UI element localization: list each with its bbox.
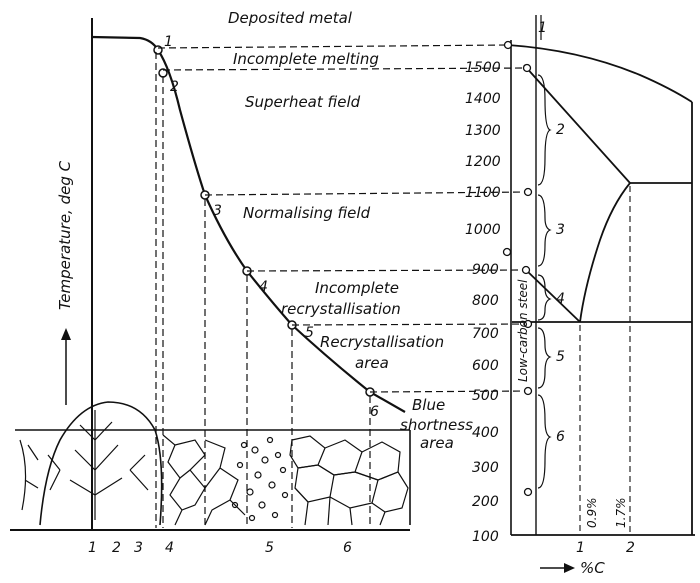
curve-point-label-5: 5	[305, 325, 314, 341]
label-recryst-area-line1: Recrystallisation	[320, 333, 444, 351]
label-superheat-field: Superheat field	[245, 93, 361, 111]
temp-tick-600: 600	[472, 358, 499, 374]
composition-line-number: 1	[538, 20, 547, 36]
right-zone-3: 3	[556, 222, 565, 238]
temp-tick-1000: 1000	[465, 222, 501, 238]
temp-tick-1200: 1200	[465, 154, 501, 170]
steel-label: Low-carbon steel	[516, 279, 530, 382]
label-recryst-area-line2: area	[355, 354, 389, 372]
label-incomplete-recryst-line1: Incomplete	[315, 279, 399, 297]
zone-number-6: 6	[343, 540, 352, 556]
temp-tick-400: 400	[472, 425, 499, 441]
carbon-17-label: 1.7%	[614, 498, 628, 529]
label-deposited-metal: Deposited metal	[228, 9, 353, 27]
steel-points	[502, 40, 533, 497]
fine-grain-stipple	[231, 436, 289, 522]
temp-tick-100: 100	[472, 529, 499, 545]
zone-number-3: 3	[134, 540, 143, 556]
zone-number-5: 5	[265, 540, 274, 556]
curve-point-label-6: 6	[370, 404, 379, 420]
zone-boundary-lines	[155, 52, 371, 528]
carbon-tick-2: 2	[626, 540, 635, 556]
curve-point-1	[153, 45, 163, 55]
label-normalising-field: Normalising field	[243, 204, 371, 222]
temp-tick-800: 800	[472, 293, 499, 309]
y-axis-arrowhead	[61, 328, 71, 340]
microstructure-sketch	[15, 401, 411, 526]
temp-tick-500: 500	[472, 388, 499, 404]
curve-point-label-3: 3	[213, 203, 222, 219]
label-blue-shortness-line2: shortness	[400, 416, 473, 434]
zone-number-4: 4	[165, 540, 174, 556]
x-axis-arrowhead	[564, 563, 575, 573]
label-blue-shortness-line1: Blue	[412, 396, 445, 414]
right-zone-4: 4	[556, 291, 565, 307]
carbon-09-label: 0.9%	[585, 498, 599, 529]
temp-tick-200: 200	[472, 494, 499, 510]
carbon-guides	[579, 186, 631, 535]
curve-point-label-1: 1	[164, 34, 173, 50]
temp-tick-1400: 1400	[465, 91, 501, 107]
carbon-tick-1: 1	[576, 540, 585, 556]
curve-point-label-4: 4	[259, 279, 268, 295]
zone-number-2: 2	[112, 540, 121, 556]
phase-diagram-lines	[507, 44, 693, 535]
temp-tick-900: 900	[472, 262, 499, 278]
curve-point-label-2: 2	[170, 79, 179, 95]
label-incomplete-recryst-line2: recrystallisation	[281, 300, 401, 318]
zone-braces	[537, 74, 552, 489]
temp-tick-1100: 1100	[465, 185, 501, 201]
label-blue-shortness-line3: area	[420, 434, 454, 452]
temp-tick-1300: 1300	[465, 123, 501, 139]
temp-tick-300: 300	[472, 460, 499, 476]
temp-tick-1500: 1500	[465, 60, 501, 76]
label-incomplete-melting: Incomplete melting	[233, 50, 379, 68]
right-zone-5: 5	[556, 349, 565, 365]
temp-tick-700: 700	[472, 326, 499, 342]
right-zone-2: 2	[556, 122, 565, 138]
isotherm-lines	[157, 44, 529, 393]
temperature-axis: 1500 1400 1300 1200 1100 1000 900 800 70…	[465, 60, 501, 545]
zone-number-1: 1	[88, 540, 97, 556]
right-zone-6: 6	[556, 429, 565, 445]
y-axis-label: Temperature, deg C	[56, 160, 74, 310]
x-axis-label: %C	[580, 559, 605, 577]
